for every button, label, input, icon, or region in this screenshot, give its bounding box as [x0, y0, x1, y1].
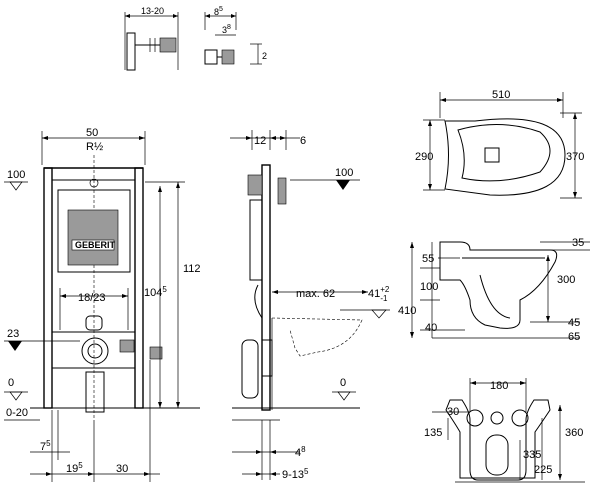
dim-40: 40: [425, 322, 437, 334]
dim-top-b3: 2: [262, 51, 267, 61]
level-side-0: 0: [340, 377, 346, 389]
brand-label: GEBERIT: [75, 240, 116, 250]
bracket-detail: 13-20 85 38 2: [124, 6, 267, 71]
side-view: 12 6 100 max. 62 41+2-1 0: [230, 130, 390, 481]
dim-4-8: 48: [295, 445, 306, 459]
dim-6: 6: [300, 135, 306, 147]
wc-back-view: 180 30 135 360 335 225: [424, 378, 585, 483]
dim-135: 135: [424, 427, 442, 439]
dim-510: 510: [492, 89, 510, 101]
level-front-100: 100: [7, 169, 25, 181]
dim-19-5: 195: [66, 461, 83, 475]
dim-30: 30: [116, 463, 128, 475]
dim-112: 112: [183, 263, 201, 275]
level-front-0-20: 0-20: [6, 407, 28, 419]
front-view: 50 R½ 100 GEBERIT 18/23 23: [4, 127, 201, 482]
dim-12: 12: [254, 135, 266, 147]
dim-top-b2: 38: [222, 24, 231, 35]
dim-41: 41+2-1: [368, 285, 390, 303]
dim-top-width: 13-20: [141, 6, 164, 16]
dim-225: 225: [534, 464, 552, 476]
dim-104-5: 1045: [144, 285, 167, 299]
pipe-label: R½: [86, 141, 103, 153]
bowl-top-view: 510 290 370: [415, 89, 584, 199]
dim-180: 180: [490, 380, 508, 392]
dim-370: 370: [566, 151, 584, 163]
dim-335: 335: [523, 449, 541, 461]
dim-front-width: 50: [86, 127, 98, 139]
dim-410: 410: [398, 305, 416, 317]
dim-35: 35: [572, 237, 584, 249]
dim-top-b1: 85: [214, 6, 223, 17]
wc-side-view: 35 55 300 100 410 40 45 65: [398, 237, 590, 343]
dim-max-62: max. 62: [296, 288, 335, 300]
dim-55: 55: [422, 253, 434, 265]
level-front-0: 0: [8, 377, 14, 389]
dim-7-5: 75: [40, 439, 51, 453]
dim-100: 100: [420, 281, 438, 293]
dim-18-23: 18/23: [78, 292, 106, 304]
dim-300: 300: [557, 274, 575, 286]
dim-9-13-5: 9-135: [282, 467, 309, 481]
dim-65: 65: [568, 331, 580, 343]
level-front-23: 23: [7, 328, 19, 340]
level-side-100: 100: [335, 167, 353, 179]
dim-290: 290: [415, 151, 433, 163]
dim-360: 360: [565, 427, 583, 439]
dim-45: 45: [568, 317, 580, 329]
